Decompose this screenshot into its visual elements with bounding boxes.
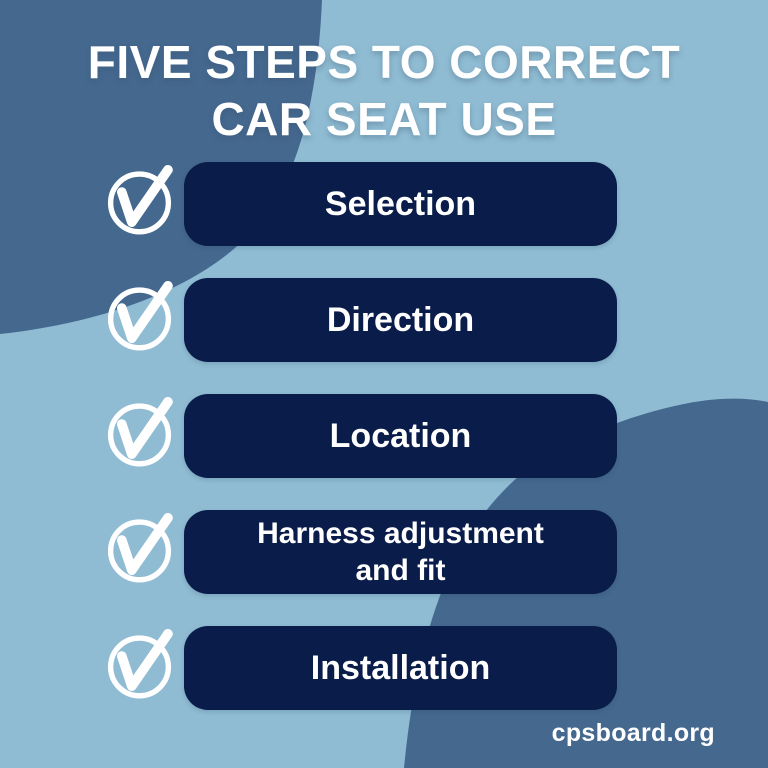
- top-left-blob-shape: [0, 0, 322, 334]
- step-row-direction: Direction: [0, 278, 768, 362]
- check-circle-icon: [107, 628, 173, 699]
- step-pill-selection: Selection: [184, 162, 617, 246]
- page-title: FIVE STEPS TO CORRECT CAR SEAT USE: [0, 34, 768, 148]
- check-circle-icon: [107, 512, 173, 583]
- step-label-line-2: and fit: [355, 554, 446, 587]
- step-label: Installation: [310, 649, 491, 687]
- title-line-1: FIVE STEPS TO CORRECT: [87, 36, 681, 88]
- step-label: Selection: [324, 185, 477, 223]
- step-pill-harness-adjustment: Harness adjustment and fit: [184, 510, 617, 594]
- step-pill-installation: Installation: [184, 626, 617, 710]
- step-pill-direction: Direction: [184, 278, 617, 362]
- step-label: Direction: [326, 301, 475, 339]
- check-circle-icon: [107, 280, 173, 351]
- step-row-harness-adjustment: Harness adjustment and fit: [0, 510, 768, 594]
- step-label: Location: [329, 417, 472, 455]
- step-row-selection: Selection: [0, 162, 768, 246]
- check-circle-icon: [107, 396, 173, 467]
- step-label: Harness adjustment: [257, 517, 544, 550]
- step-pill-location: Location: [184, 394, 617, 478]
- title-line-2: CAR SEAT USE: [211, 93, 557, 145]
- step-row-installation: Installation: [0, 626, 768, 710]
- website-text: cpsboard.org: [551, 719, 715, 747]
- step-row-location: Location: [0, 394, 768, 478]
- check-circle-icon: [107, 164, 173, 235]
